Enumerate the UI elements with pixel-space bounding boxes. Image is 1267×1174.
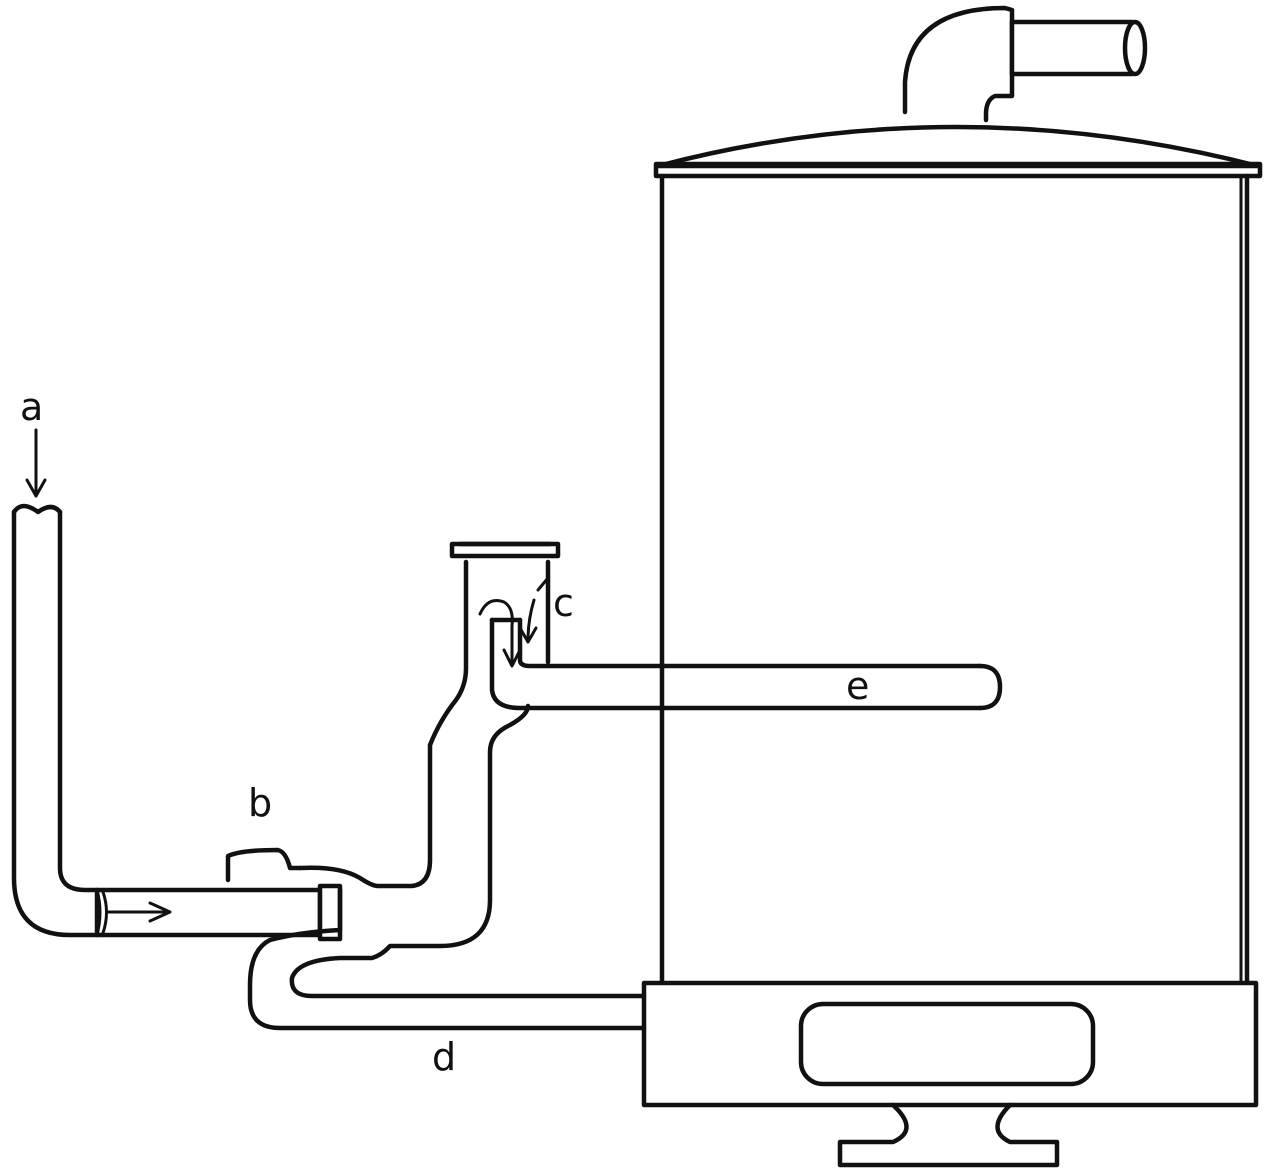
tank-base: [641, 980, 1259, 1108]
label-d: d: [432, 1035, 456, 1079]
label-c: c: [553, 581, 574, 625]
inlet-pipe-a: [11, 503, 343, 942]
curl-arrow-icon: [478, 599, 522, 668]
tank: [641, 124, 1263, 1168]
label-a: a: [20, 385, 43, 429]
fire-door-opening: [798, 1001, 1096, 1087]
label-b: b: [248, 781, 272, 825]
neck-tube-c: [449, 541, 1003, 711]
tank-foot: [837, 1102, 1060, 1168]
flue-elbow: [902, 5, 1148, 123]
flow-arrow-icon: [106, 901, 172, 923]
label-e: e: [846, 664, 869, 708]
arrow-down-icon: [25, 428, 47, 498]
tank-lid-dome: [655, 124, 1261, 169]
chamber-b: [225, 559, 647, 1031]
